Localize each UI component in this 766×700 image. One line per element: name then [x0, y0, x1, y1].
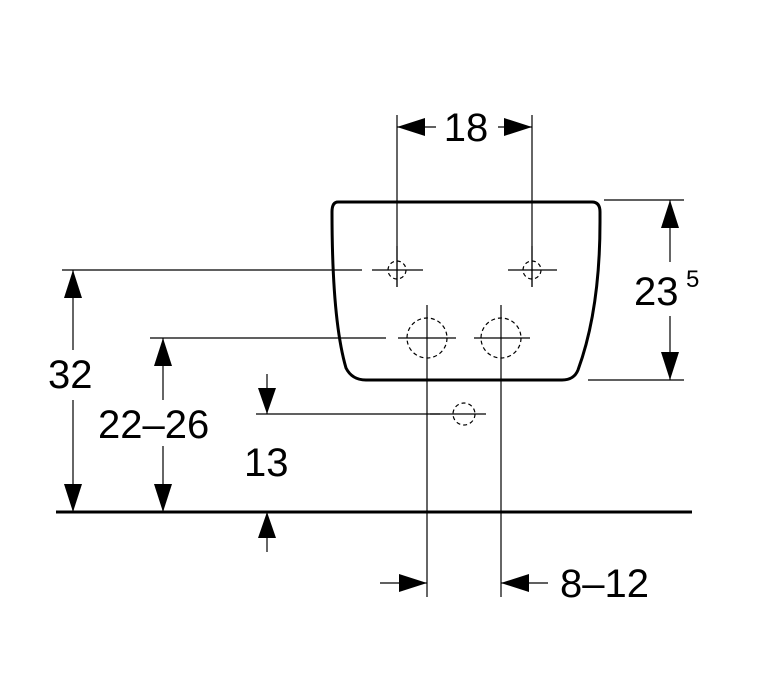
fixing-hole-left	[372, 246, 423, 287]
dim-hole-spacing: 18	[396, 106, 533, 287]
dim-ceramic-height: 23 5	[588, 199, 699, 381]
arrow-head	[154, 484, 172, 512]
dim-label-offset: 8–12	[560, 562, 649, 606]
arrow-head	[661, 352, 679, 380]
dim-offset: 8–12	[380, 562, 649, 606]
arrow-head	[64, 270, 82, 298]
arrow-head	[504, 118, 532, 136]
arrow-head	[661, 200, 679, 228]
fixing-hole-right	[508, 246, 557, 287]
arrow-head	[258, 512, 276, 538]
dim-fixing-height: 32	[48, 269, 362, 512]
dim-waste-height: 13	[244, 374, 440, 552]
arrow-head	[397, 118, 425, 136]
dim-label-supply-height: 22–26	[98, 403, 209, 447]
supply-hole-left	[398, 305, 456, 597]
arrow-head	[154, 338, 172, 366]
arrow-head	[501, 574, 529, 592]
dim-label-waste-height: 13	[244, 441, 289, 485]
ceramic-body-outline	[330, 200, 602, 382]
arrow-head	[399, 574, 427, 592]
supply-hole-right	[474, 305, 530, 597]
dim-label-ceramic-height-sup: 5	[686, 266, 699, 293]
arrow-head	[258, 388, 276, 414]
dim-label-ceramic-height: 23	[634, 270, 679, 314]
dim-label-hole-spacing: 18	[444, 106, 489, 150]
dim-label-fixing-height: 32	[48, 353, 93, 397]
arrow-head	[64, 484, 82, 512]
dim-supply-height: 22–26	[98, 337, 386, 512]
